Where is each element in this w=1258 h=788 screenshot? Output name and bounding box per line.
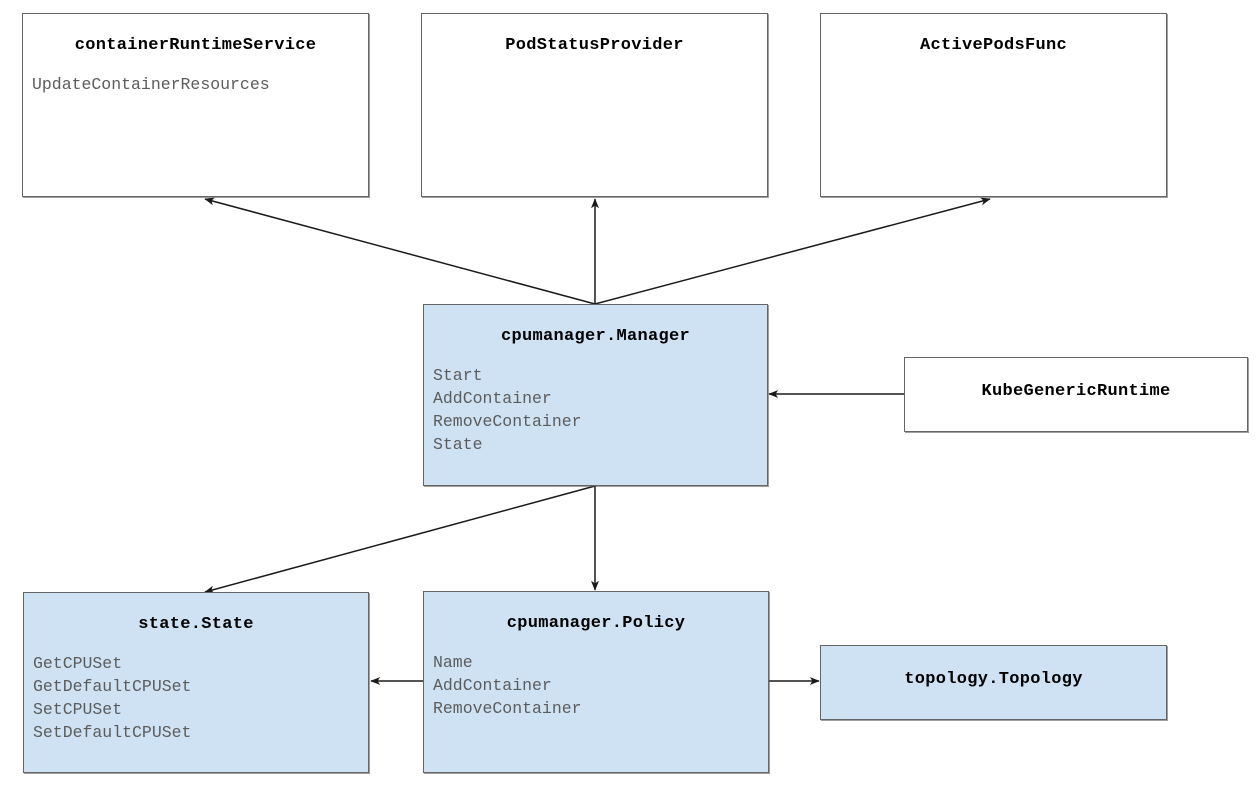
node-title-state-state: state.State	[138, 615, 254, 634]
method-item: SetDefaultCPUSet	[33, 723, 192, 742]
node-methods-container-runtime-service: UpdateContainerResources	[32, 73, 368, 96]
node-title-cpumanager-manager: cpumanager.Manager	[500, 327, 691, 346]
node-title-active-pods-func: ActivePodsFunc	[919, 36, 1068, 55]
node-methods-cpumanager-manager: Start AddContainer RemoveContainer State	[433, 364, 767, 456]
method-item: UpdateContainerResources	[32, 75, 270, 94]
node-topology-topology[interactable]: topology.Topology	[820, 645, 1167, 720]
edge-manager-to-container-runtime-service	[204, 197, 596, 305]
method-item: Name	[433, 653, 473, 672]
node-methods-state-state: GetCPUSet GetDefaultCPUSet SetCPUSet Set…	[33, 652, 368, 744]
node-title-topology-topology: topology.Topology	[904, 670, 1083, 689]
node-title-kube-generic-runtime: KubeGenericRuntime	[981, 382, 1171, 401]
method-item: SetCPUSet	[33, 700, 123, 719]
method-item: AddContainer	[433, 389, 552, 408]
method-item: RemoveContainer	[433, 412, 582, 431]
node-cpumanager-policy[interactable]: cpumanager.Policy Name AddContainer Remo…	[423, 591, 769, 773]
method-item: AddContainer	[433, 676, 552, 695]
node-cpumanager-manager[interactable]: cpumanager.Manager Start AddContainer Re…	[423, 304, 768, 486]
node-kube-generic-runtime[interactable]: KubeGenericRuntime	[904, 357, 1248, 432]
edge-manager-to-state-state	[204, 485, 596, 594]
node-state-state[interactable]: state.State GetCPUSet GetDefaultCPUSet S…	[23, 592, 369, 773]
method-item: GetDefaultCPUSet	[33, 677, 192, 696]
node-title-container-runtime-service: containerRuntimeService	[74, 36, 317, 55]
node-pod-status-provider[interactable]: PodStatusProvider	[421, 13, 768, 197]
node-methods-cpumanager-policy: Name AddContainer RemoveContainer	[433, 651, 768, 720]
node-title-pod-status-provider: PodStatusProvider	[505, 36, 684, 55]
method-item: GetCPUSet	[33, 654, 123, 673]
method-item: Start	[433, 366, 483, 385]
method-item: RemoveContainer	[433, 699, 582, 718]
edge-manager-to-active-pods-func	[594, 197, 991, 305]
node-title-cpumanager-policy: cpumanager.Policy	[506, 614, 686, 633]
node-container-runtime-service[interactable]: containerRuntimeService UpdateContainerR…	[22, 13, 369, 197]
method-item: State	[433, 435, 483, 454]
node-active-pods-func[interactable]: ActivePodsFunc	[820, 13, 1167, 197]
